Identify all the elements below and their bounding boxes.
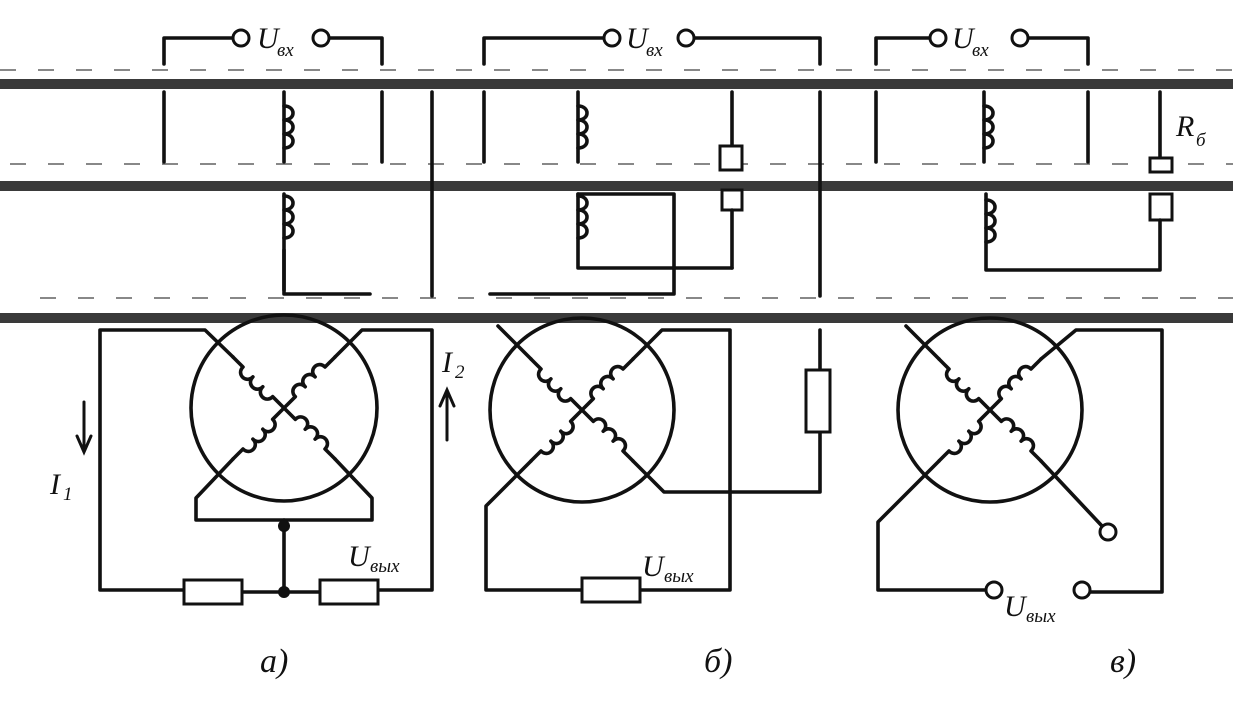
load-resistor-2 bbox=[318, 578, 380, 606]
rotor-windings bbox=[225, 349, 343, 467]
u-in-label-c: U bbox=[952, 22, 976, 55]
u-out-sub-c: вых bbox=[1026, 606, 1056, 627]
rb-label: R bbox=[1175, 110, 1194, 143]
i1-sub: 1 bbox=[63, 484, 73, 505]
input-terminal-right bbox=[311, 28, 331, 48]
diagram-a bbox=[75, 28, 456, 606]
u-in-label-a: U bbox=[257, 22, 281, 55]
i2-sub: 2 bbox=[455, 362, 465, 383]
caption-b: б) bbox=[704, 643, 732, 680]
rotor-open-terminal bbox=[1098, 522, 1118, 542]
u-in-sub-b: вх bbox=[646, 40, 663, 61]
u-out-label-b: U bbox=[642, 550, 666, 583]
input-terminal-right bbox=[676, 28, 696, 48]
u-out-label-c: U bbox=[1004, 590, 1028, 623]
u-out-sub-a: вых bbox=[370, 556, 400, 577]
u-out-label-a: U bbox=[348, 540, 372, 573]
rotor-circle bbox=[189, 313, 379, 503]
u-in-sub-c: вх bbox=[972, 40, 989, 61]
caption-a: а) bbox=[260, 643, 288, 680]
rb-sub: б bbox=[1196, 130, 1207, 151]
caption-c: в) bbox=[1110, 643, 1136, 680]
load-resistor bbox=[804, 368, 832, 434]
input-terminal-left bbox=[231, 28, 251, 48]
i2-label: I bbox=[441, 346, 454, 379]
output-terminal-right bbox=[1072, 580, 1092, 600]
labels: U вх U вх U вх U вых U вых U вых I 1 I 2… bbox=[49, 22, 1207, 680]
input-terminal-left bbox=[602, 28, 622, 48]
u-in-label-b: U bbox=[626, 22, 650, 55]
output-terminal-left bbox=[984, 580, 1004, 600]
load-resistor-1 bbox=[182, 578, 244, 606]
shaft-bars bbox=[0, 69, 1233, 323]
diagram-c bbox=[874, 28, 1174, 600]
i1-label: I bbox=[49, 468, 62, 501]
u-out-sub-b: вых bbox=[664, 566, 694, 587]
u-in-sub-a: вх bbox=[277, 40, 294, 61]
diagram-b bbox=[482, 28, 832, 604]
